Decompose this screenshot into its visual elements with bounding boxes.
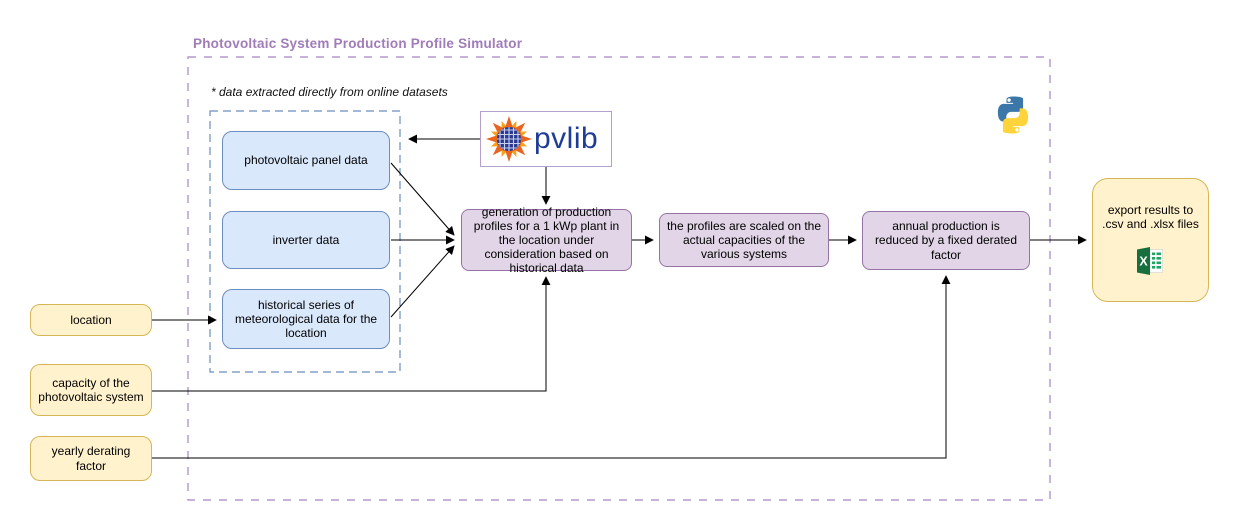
excel-icon: X xyxy=(1136,247,1163,276)
pvlib-logo: pvlib xyxy=(480,111,612,167)
meteo-data-node: historical series of meteorological data… xyxy=(222,289,390,349)
meteo-data-label: historical series of meteorological data… xyxy=(234,297,378,341)
datasets-note: * data extracted directly from online da… xyxy=(211,85,448,99)
arrow-panel-data-to-generation xyxy=(390,162,455,236)
derating-node: annual production is reduced by a fixed … xyxy=(862,211,1030,270)
inverter-data-label: inverter data xyxy=(272,232,340,247)
input-capacity: capacity of the photovoltaic system xyxy=(30,364,152,416)
export-node: export results to .csv and .xlsx files X xyxy=(1092,178,1209,302)
panel-data-node: photovoltaic panel data xyxy=(222,131,390,190)
outer-boundary xyxy=(187,56,1051,501)
inverter-data-node: inverter data xyxy=(222,211,390,269)
input-derating-factor-label: yearly derating factor xyxy=(51,444,131,473)
input-derating-factor: yearly derating factor xyxy=(30,436,152,481)
diagram-title: Photovoltaic System Production Profile S… xyxy=(193,36,523,51)
python-logo-icon xyxy=(997,96,1029,134)
derating-label: annual production is reduced by a fixed … xyxy=(874,219,1018,262)
profile-scaling-node: the profiles are scaled on the actual ca… xyxy=(659,213,829,267)
profile-generation-node: generation of production profiles for a … xyxy=(461,205,632,275)
pvlib-wordmark: pvlib xyxy=(534,122,599,155)
export-label: export results to .csv and .xlsx files xyxy=(1102,203,1199,232)
arrow-meteo-data-to-generation xyxy=(390,245,455,318)
profile-scaling-label: the profiles are scaled on the actual ca… xyxy=(666,218,822,262)
sun-solar-panel-icon xyxy=(486,116,532,162)
profile-generation-label: generation of production profiles for a … xyxy=(473,204,620,276)
input-location: location xyxy=(30,304,152,336)
svg-text:X: X xyxy=(1139,255,1148,269)
panel-data-label: photovoltaic panel data xyxy=(244,153,368,168)
input-capacity-label: capacity of the photovoltaic system xyxy=(38,375,144,404)
input-location-label: location xyxy=(70,312,112,327)
